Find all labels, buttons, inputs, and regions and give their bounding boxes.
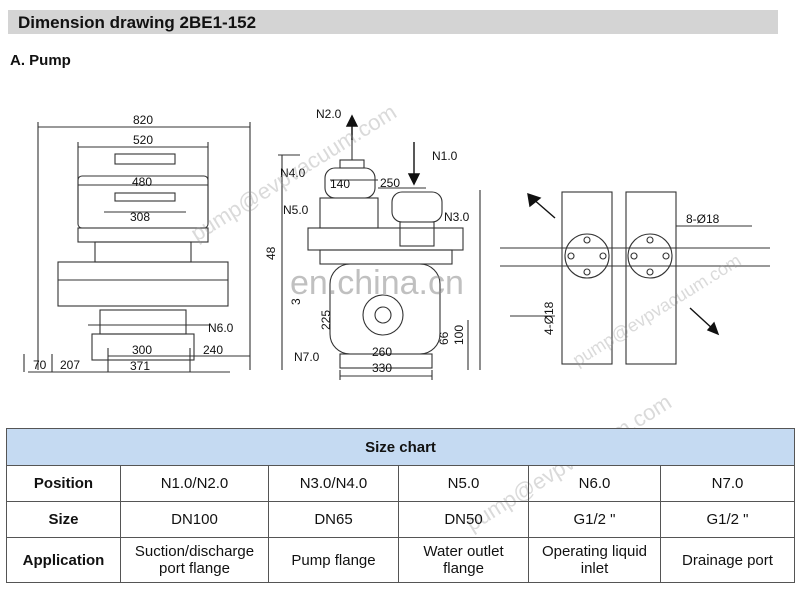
label-8-d18: 8-Ø18 (686, 212, 720, 226)
dim-308: 308 (130, 210, 150, 224)
table-cell: DN50 (398, 501, 529, 538)
label-n3: N3.0 (444, 210, 470, 224)
dim-480: 480 (132, 175, 152, 189)
label-n1: N1.0 (432, 149, 458, 163)
dim-820: 820 (133, 113, 153, 127)
dim-140: 140 (330, 177, 350, 191)
table-cell: G1/2 " (528, 501, 661, 538)
table-cell: Pump flange (268, 537, 399, 583)
dim-371: 371 (130, 359, 150, 373)
table-row: Size DN100 DN65 DN50 G1/2 " G1/2 " (6, 501, 795, 538)
dimension-drawing: 820 520 480 308 300 371 240 70 207 N6.0 … (23, 107, 770, 380)
label-n5: N5.0 (283, 203, 309, 217)
dim-70: 70 (33, 358, 47, 372)
table-cell: DN65 (268, 501, 399, 538)
dim-225: 225 (319, 310, 333, 330)
dim-260: 260 (372, 345, 392, 359)
table-cell: Water outlet flange (398, 537, 529, 583)
title-bar: Dimension drawing 2BE1-152 (8, 10, 778, 34)
dim-48: 48 (264, 246, 278, 260)
label-4-d18: 4-Ø18 (542, 301, 556, 335)
label-n4: N4.0 (280, 166, 306, 180)
table-cell: Drainage port (660, 537, 795, 583)
table-cell: G1/2 " (660, 501, 795, 538)
section-subtitle: A. Pump (10, 52, 71, 69)
page-title: Dimension drawing 2BE1-152 (18, 13, 257, 32)
table-cell: Suction/discharge port flange (120, 537, 269, 583)
label-n6: N6.0 (208, 321, 234, 335)
brand-watermark: en.china.cn (290, 264, 464, 302)
dim-207: 207 (60, 358, 80, 372)
table-cell: N1.0/N2.0 (120, 465, 269, 502)
table-cell: DN100 (120, 501, 269, 538)
dim-100: 100 (452, 325, 466, 345)
dim-300: 300 (132, 343, 152, 357)
table-cell: N5.0 (398, 465, 529, 502)
dim-66: 66 (437, 331, 451, 345)
dim-3: 3 (289, 298, 303, 305)
size-chart-heading: Size chart (6, 428, 795, 466)
table-row: Application Suction/discharge port flang… (6, 537, 795, 583)
table-cell: N3.0/N4.0 (268, 465, 399, 502)
label-n2: N2.0 (316, 107, 342, 121)
table-row: Position N1.0/N2.0 N3.0/N4.0 N5.0 N6.0 N… (6, 465, 795, 502)
size-chart-table: Size chart Position N1.0/N2.0 N3.0/N4.0 … (6, 428, 795, 583)
dim-330: 330 (372, 361, 392, 375)
dim-250: 250 (380, 176, 400, 190)
dim-240: 240 (203, 343, 223, 357)
row-header-position: Position (6, 465, 121, 502)
table-cell: N7.0 (660, 465, 795, 502)
label-n7: N7.0 (294, 350, 320, 364)
table-cell: Operating liquid inlet (528, 537, 661, 583)
row-header-size: Size (6, 501, 121, 538)
table-cell: N6.0 (528, 465, 661, 502)
dim-520: 520 (133, 133, 153, 147)
row-header-application: Application (6, 537, 121, 583)
